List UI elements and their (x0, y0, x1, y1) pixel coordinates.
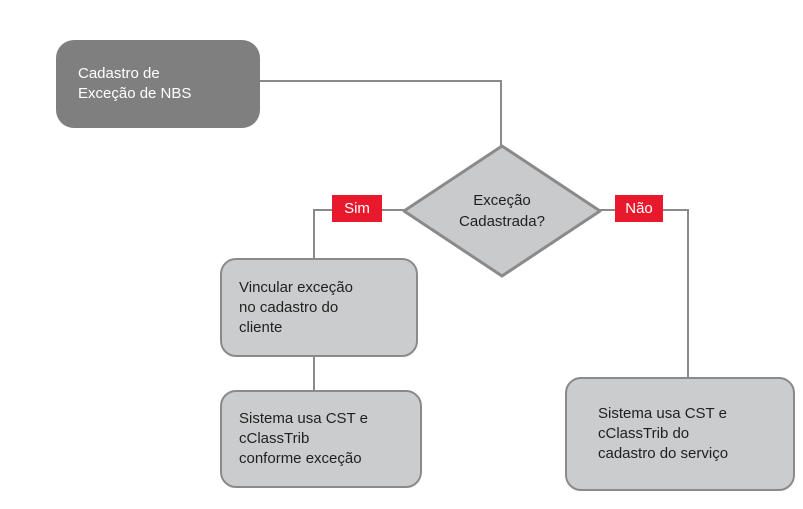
decision-diamond-shape (402, 144, 602, 278)
edge-label-sim: Sim (332, 195, 382, 222)
connector-start-to-decision (260, 80, 502, 147)
node-start: Cadastro de Exceção de NBS (56, 40, 260, 128)
node-no-step: Sistema usa CST e cClassTrib do cadastro… (565, 377, 795, 491)
node-yes-step1: Vincular exceção no cadastro do cliente (220, 258, 418, 357)
node-yes-step2: Sistema usa CST e cClassTrib conforme ex… (220, 390, 422, 488)
connector-nao-branch (599, 209, 689, 377)
node-decision: Exceção Cadastrada? (459, 192, 545, 230)
edge-label-nao: Não (615, 195, 663, 222)
